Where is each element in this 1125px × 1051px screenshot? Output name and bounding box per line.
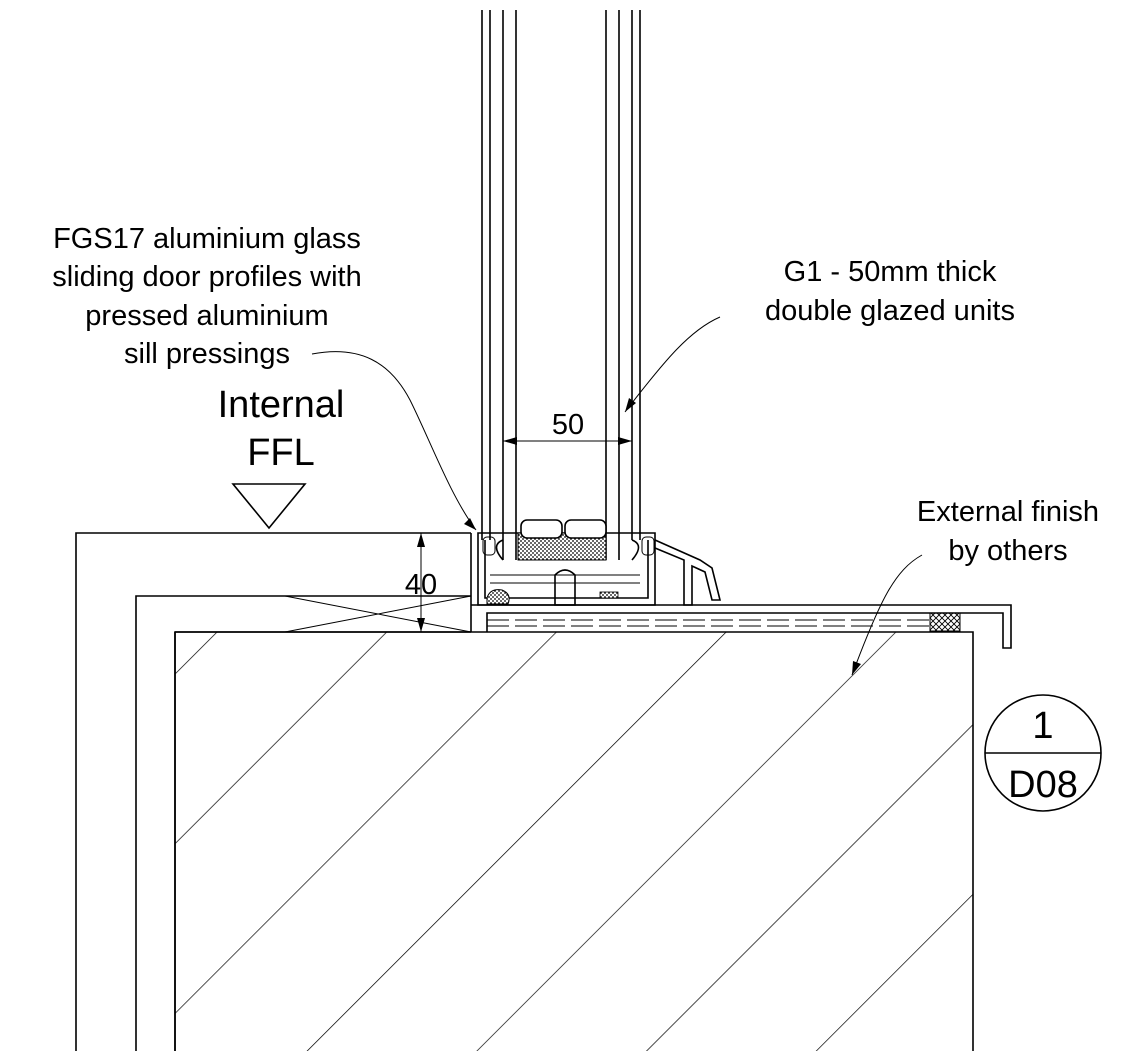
sill-pressing (471, 604, 1012, 649)
internal-label: Internal (218, 384, 345, 426)
note-profiles-line-3: pressed aluminium (85, 300, 328, 332)
note-profiles-line-1: FGS17 aluminium glass (53, 223, 361, 255)
section-number: 1 (1032, 705, 1053, 747)
spacer-bars (517, 519, 607, 561)
note-profiles: FGS17 aluminium glass sliding door profi… (52, 223, 477, 531)
note-profiles-line-2: sliding door profiles with (52, 261, 361, 293)
note-external-line-1: External finish (917, 496, 1099, 528)
dimension-40-label: 40 (405, 569, 437, 601)
dimension-50-label: 50 (552, 409, 584, 441)
ffl-level-marker: Internal FFL (218, 384, 345, 530)
note-glazing-line-1: G1 - 50mm thick (784, 256, 997, 288)
note-glazing: G1 - 50mm thick double glazed units (624, 256, 1015, 413)
glass-panes (481, 10, 641, 560)
dimension-threshold-height: 40 (405, 533, 437, 632)
note-external: External finish by others (851, 496, 1099, 676)
dimension-glass-width: 50 (503, 409, 632, 445)
section-marker: 1 D08 (984, 694, 1102, 812)
note-external-line-2: by others (948, 535, 1067, 567)
section-sheet: D08 (1008, 764, 1078, 806)
note-glazing-line-2: double glazed units (765, 295, 1015, 327)
note-profiles-line-4: sill pressings (124, 338, 290, 370)
hatched-substrate (174, 631, 974, 1051)
ffl-label: FFL (247, 432, 315, 474)
